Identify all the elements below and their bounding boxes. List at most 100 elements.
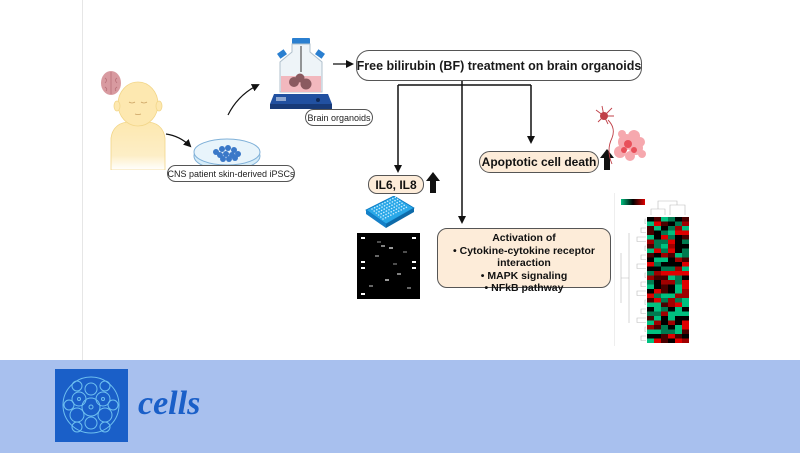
heatmap-cell [654, 298, 661, 303]
heatmap-cell [647, 316, 654, 321]
well [382, 218, 384, 220]
well [395, 211, 397, 214]
heatmap-cell [675, 271, 682, 276]
heatmap-cell [661, 320, 668, 325]
heatmap-cell [654, 293, 661, 298]
well [383, 208, 385, 210]
well [400, 205, 403, 208]
heatmap-cell [654, 244, 661, 249]
heatmap-cell [682, 302, 689, 307]
well [382, 214, 385, 217]
heatmap-cell [668, 302, 675, 307]
heatmap-cell [647, 284, 654, 289]
heatmap-icon [614, 193, 695, 346]
well [385, 210, 388, 212]
heatmap-cell [661, 307, 668, 312]
cytokine-label: IL6, IL8 [375, 177, 417, 192]
well [396, 201, 398, 204]
apoptosis-label: Apoptotic cell death [481, 155, 597, 169]
heatmap-cell [675, 275, 682, 280]
petri-dish-icon [193, 138, 261, 171]
heatmap-cell [661, 235, 668, 240]
heatmap-cell [675, 311, 682, 316]
heatmap-cell [682, 311, 689, 316]
journal-name: cells [138, 385, 201, 422]
apoptosis-label-box: Apoptotic cell death [479, 151, 599, 173]
heatmap-cell [654, 334, 661, 339]
brain-icon [101, 71, 121, 95]
treatment-title-box: Free bilirubin (BF) treatment on brain o… [356, 50, 642, 81]
heatmap-cell [668, 230, 675, 235]
heatmap-cell [647, 271, 654, 276]
up-arrow-apoptosis [600, 149, 614, 170]
heatmap-cell [682, 226, 689, 231]
heatmap-cell [647, 320, 654, 325]
array-spot [389, 247, 393, 249]
heatmap-cell [682, 320, 689, 325]
heatmap-cell [682, 329, 689, 334]
heatmap-cell [675, 239, 682, 244]
well [373, 206, 376, 209]
heatmap-cell [668, 275, 675, 280]
well [388, 209, 390, 211]
well [390, 207, 393, 210]
heatmap-cell [661, 230, 668, 235]
heatmap-cell [647, 334, 654, 339]
heatmap-cell [682, 239, 689, 244]
well [381, 203, 384, 205]
array-spot [369, 285, 373, 287]
well [390, 214, 392, 216]
heatmap-cell [654, 302, 661, 307]
heatmap-cell [654, 253, 661, 258]
heatmap-cell [661, 302, 668, 307]
heatmap-cell [661, 239, 668, 244]
heatmap-cell [654, 338, 661, 343]
organoid-label: Brain organoids [305, 109, 373, 126]
heatmap-cell [682, 248, 689, 253]
heatmap-cell [668, 262, 675, 267]
cell-cluster-icon [62, 376, 120, 434]
heatmap-cell [675, 325, 682, 330]
heatmap-cell [668, 280, 675, 285]
heatmap-cell [668, 271, 675, 276]
heatmap-cell [682, 293, 689, 298]
well [403, 207, 405, 210]
heatmap-cell [647, 253, 654, 258]
heatmap-cell [654, 271, 661, 276]
well [400, 209, 402, 211]
heatmap-cell [668, 316, 675, 321]
heatmap-cell [675, 316, 682, 321]
heatmap-cell [661, 226, 668, 231]
heatmap-cell [654, 275, 661, 280]
array-spot [381, 245, 385, 247]
heatmap-cell [682, 221, 689, 226]
heatmap-cell [647, 257, 654, 262]
heatmap-cell [647, 239, 654, 244]
heatmap-cell [682, 244, 689, 249]
heatmap-cell [661, 311, 668, 316]
array-spot [412, 267, 416, 269]
heatmap-cell [682, 253, 689, 258]
heatmap-cell [654, 239, 661, 244]
heatmap-cell [661, 262, 668, 267]
well [387, 212, 390, 214]
well [371, 208, 373, 210]
activation-item: MAPK signaling [438, 270, 610, 283]
well [384, 201, 386, 204]
heatmap-cell [675, 253, 682, 258]
heatmap-cell [661, 316, 668, 321]
heatmap-cell [668, 298, 675, 303]
heatmap-cell [661, 271, 668, 276]
heatmap-cell [654, 257, 661, 262]
well [391, 201, 394, 203]
well [393, 206, 395, 208]
heatmap-cell [647, 248, 654, 253]
heatmap-cell [647, 302, 654, 307]
heatmap-cell [675, 334, 682, 339]
heatmap-cell [682, 235, 689, 240]
heatmap-cell [668, 307, 675, 312]
well [405, 206, 408, 209]
heatmap-cell [668, 226, 675, 231]
journal-footer [0, 360, 800, 453]
heatmap-cell [661, 325, 668, 330]
